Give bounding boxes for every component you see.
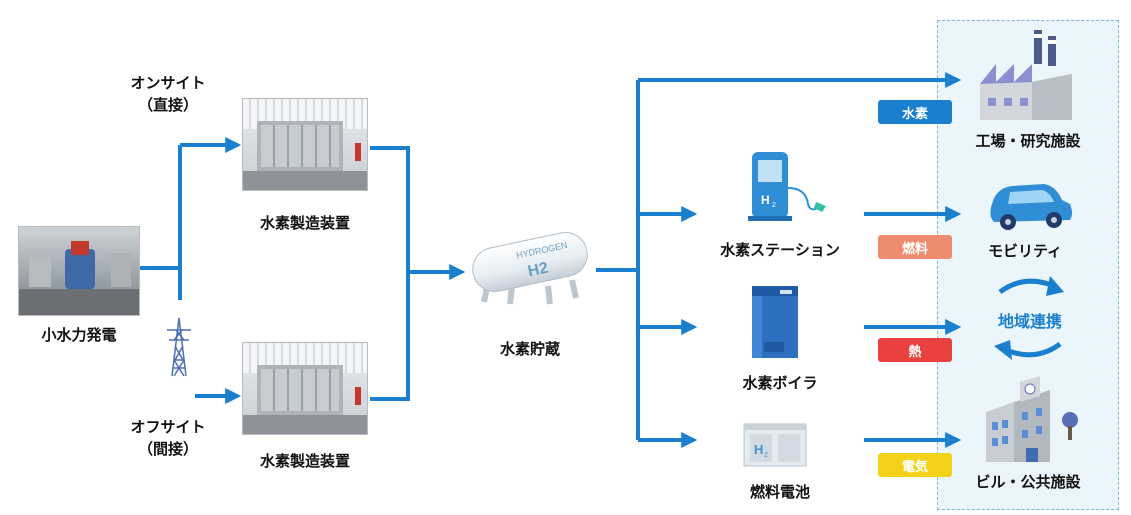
- storage-label: 水素貯蔵: [499, 340, 560, 358]
- factory-icon: [980, 30, 1072, 120]
- onsite-electrolyzer-photo: [242, 98, 368, 191]
- offsite-label-line1: オフサイト: [130, 418, 206, 436]
- hydrogen-tank-icon: HYDROGEN H2: [472, 232, 588, 305]
- offsite-label: オフサイト （間接）: [112, 416, 224, 460]
- tag-fuel: 燃料: [878, 235, 952, 259]
- car-icon: [990, 184, 1072, 230]
- fuel-cell-icon: H 2: [743, 423, 807, 467]
- public-building-icon: [986, 376, 1078, 462]
- tag-electric: 電気: [878, 453, 952, 477]
- tank-h2-text: H2: [526, 260, 550, 281]
- offsite-electrolyzer-photo: [242, 342, 368, 435]
- hydrogen-boiler-icon: [752, 286, 798, 358]
- cycle-arrows-icon: [994, 276, 1064, 360]
- hydropower-photo: [18, 226, 140, 316]
- tag-hydrogen: 水素: [878, 100, 952, 124]
- svg-text:H: H: [754, 442, 763, 457]
- mobility-label: モビリティ: [987, 242, 1063, 260]
- onsite-label: オンサイト （直接）: [112, 72, 224, 116]
- factory-label: 工場・研究施設: [975, 132, 1081, 150]
- onsite-device-label: 水素製造装置: [259, 214, 350, 232]
- building-label: ビル・公共施設: [975, 473, 1081, 491]
- svg-text:H: H: [761, 193, 770, 207]
- regional-label: 地域連携: [997, 312, 1062, 331]
- onsite-label-line2: （直接）: [137, 96, 198, 114]
- fuel-cell-label: 燃料電池: [749, 483, 810, 501]
- svg-text:2: 2: [764, 452, 768, 459]
- boiler-label: 水素ボイラ: [742, 374, 818, 392]
- svg-text:2: 2: [772, 202, 776, 209]
- offsite-label-line2: （間接）: [137, 440, 198, 458]
- hydropower-label: 小水力発電: [41, 326, 117, 344]
- hydrogen-station-icon: H 2: [748, 152, 826, 221]
- onsite-label-line1: オンサイト: [130, 74, 206, 92]
- power-transmission-tower-icon: [167, 317, 191, 377]
- station-label: 水素ステーション: [720, 241, 840, 259]
- offsite-device-label: 水素製造装置: [259, 452, 350, 470]
- tag-heat: 熱: [878, 338, 952, 362]
- devices-merge-line: [370, 146, 410, 401]
